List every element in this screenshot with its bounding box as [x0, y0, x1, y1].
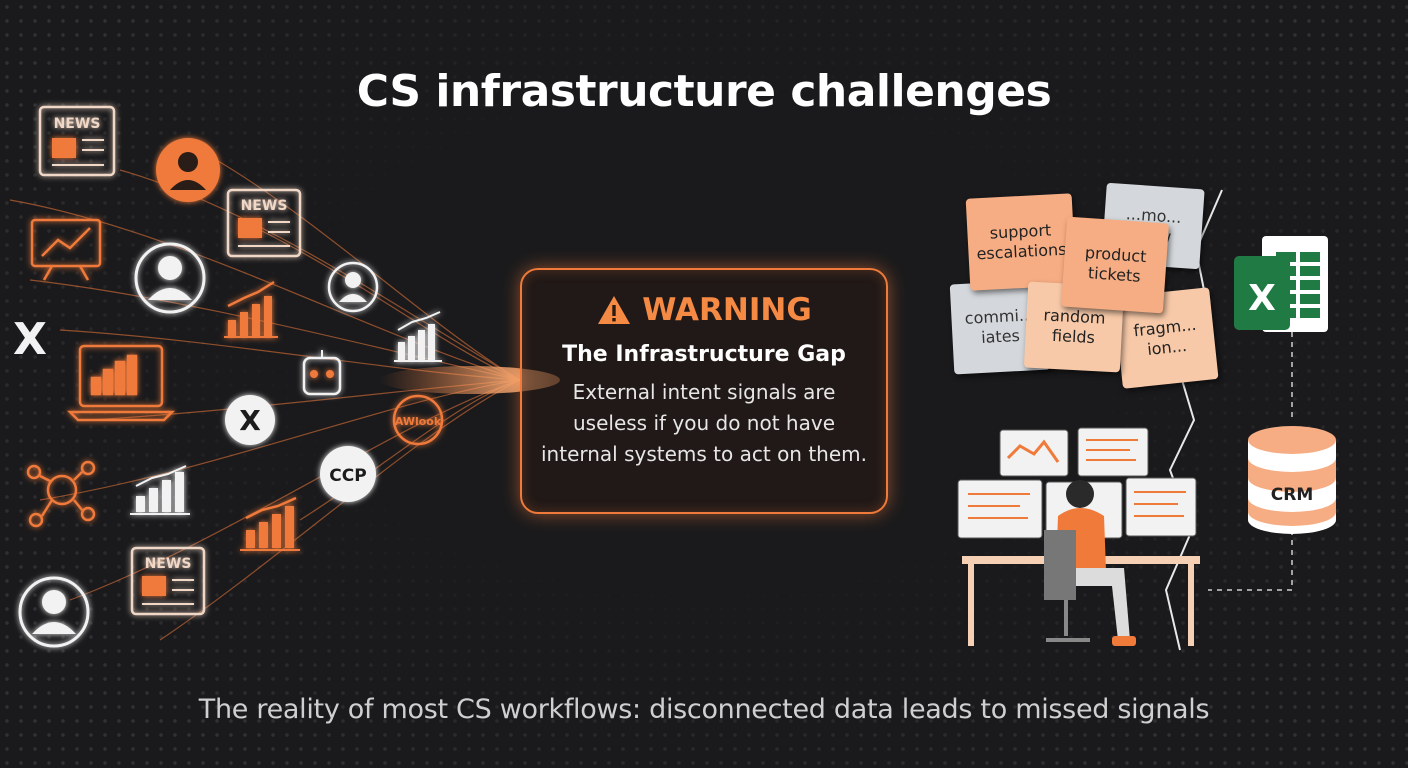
person-icon-white-2 [327, 261, 379, 313]
warning-body: External intent signals are useless if y… [541, 380, 867, 466]
logo-ccp-text: CCP [329, 466, 366, 486]
presentation-chart-icon [30, 218, 102, 281]
crack-line [1164, 189, 1223, 651]
news-label-3: NEWS [145, 556, 192, 572]
bar-chart-icon-3 [130, 465, 190, 515]
ccp-logo: CCP [320, 446, 376, 502]
sticky-note-1: support escalations [965, 193, 1077, 291]
bar-chart-icon-1 [224, 280, 278, 338]
person-icon-white-3 [18, 576, 90, 648]
warning-triangle-icon [598, 296, 631, 324]
person-icon-white-1 [134, 242, 206, 314]
logo-x-circle: X [239, 404, 261, 437]
news-icon-3: NEWS [130, 546, 206, 616]
awlook-logo: AWlook [392, 394, 444, 446]
bar-chart-icon-4 [240, 496, 300, 551]
excel-icon: X [1234, 236, 1328, 332]
news-label-2: NEWS [241, 198, 288, 214]
sticky-note-2: product tickets [1060, 216, 1170, 314]
network-hub-icon [26, 460, 96, 528]
crm-label: CRM [1271, 485, 1313, 505]
footer-caption: The reality of most CS workflows: discon… [198, 694, 1210, 725]
warning-callout: WARNING The Infrastructure Gap External … [520, 268, 888, 514]
logo-x-left: X [13, 314, 47, 365]
bar-chart-icon-2 [394, 311, 442, 362]
warning-heading-row: WARNING [522, 292, 886, 328]
signal-beam [380, 366, 560, 394]
desk-workstation-illustration [957, 427, 1200, 646]
news-icon-1: NEWS [38, 105, 116, 177]
robot-icon [302, 350, 342, 396]
laptop-chart-icon [66, 344, 176, 422]
logo-awlook-text: AWlook [395, 415, 442, 428]
page-title: CS infrastructure challenges [356, 66, 1052, 117]
warning-subheading: The Infrastructure Gap [562, 342, 846, 367]
news-icon-2: NEWS [226, 188, 302, 258]
crm-database-icon: CRM [1248, 426, 1336, 534]
x-logo-circle: X [225, 395, 275, 445]
dashed-connectors [1208, 332, 1293, 591]
excel-letter: X [1248, 278, 1276, 319]
warning-heading: WARNING [642, 292, 812, 328]
news-label-1: NEWS [54, 116, 101, 132]
person-icon-orange-1 [156, 138, 220, 202]
